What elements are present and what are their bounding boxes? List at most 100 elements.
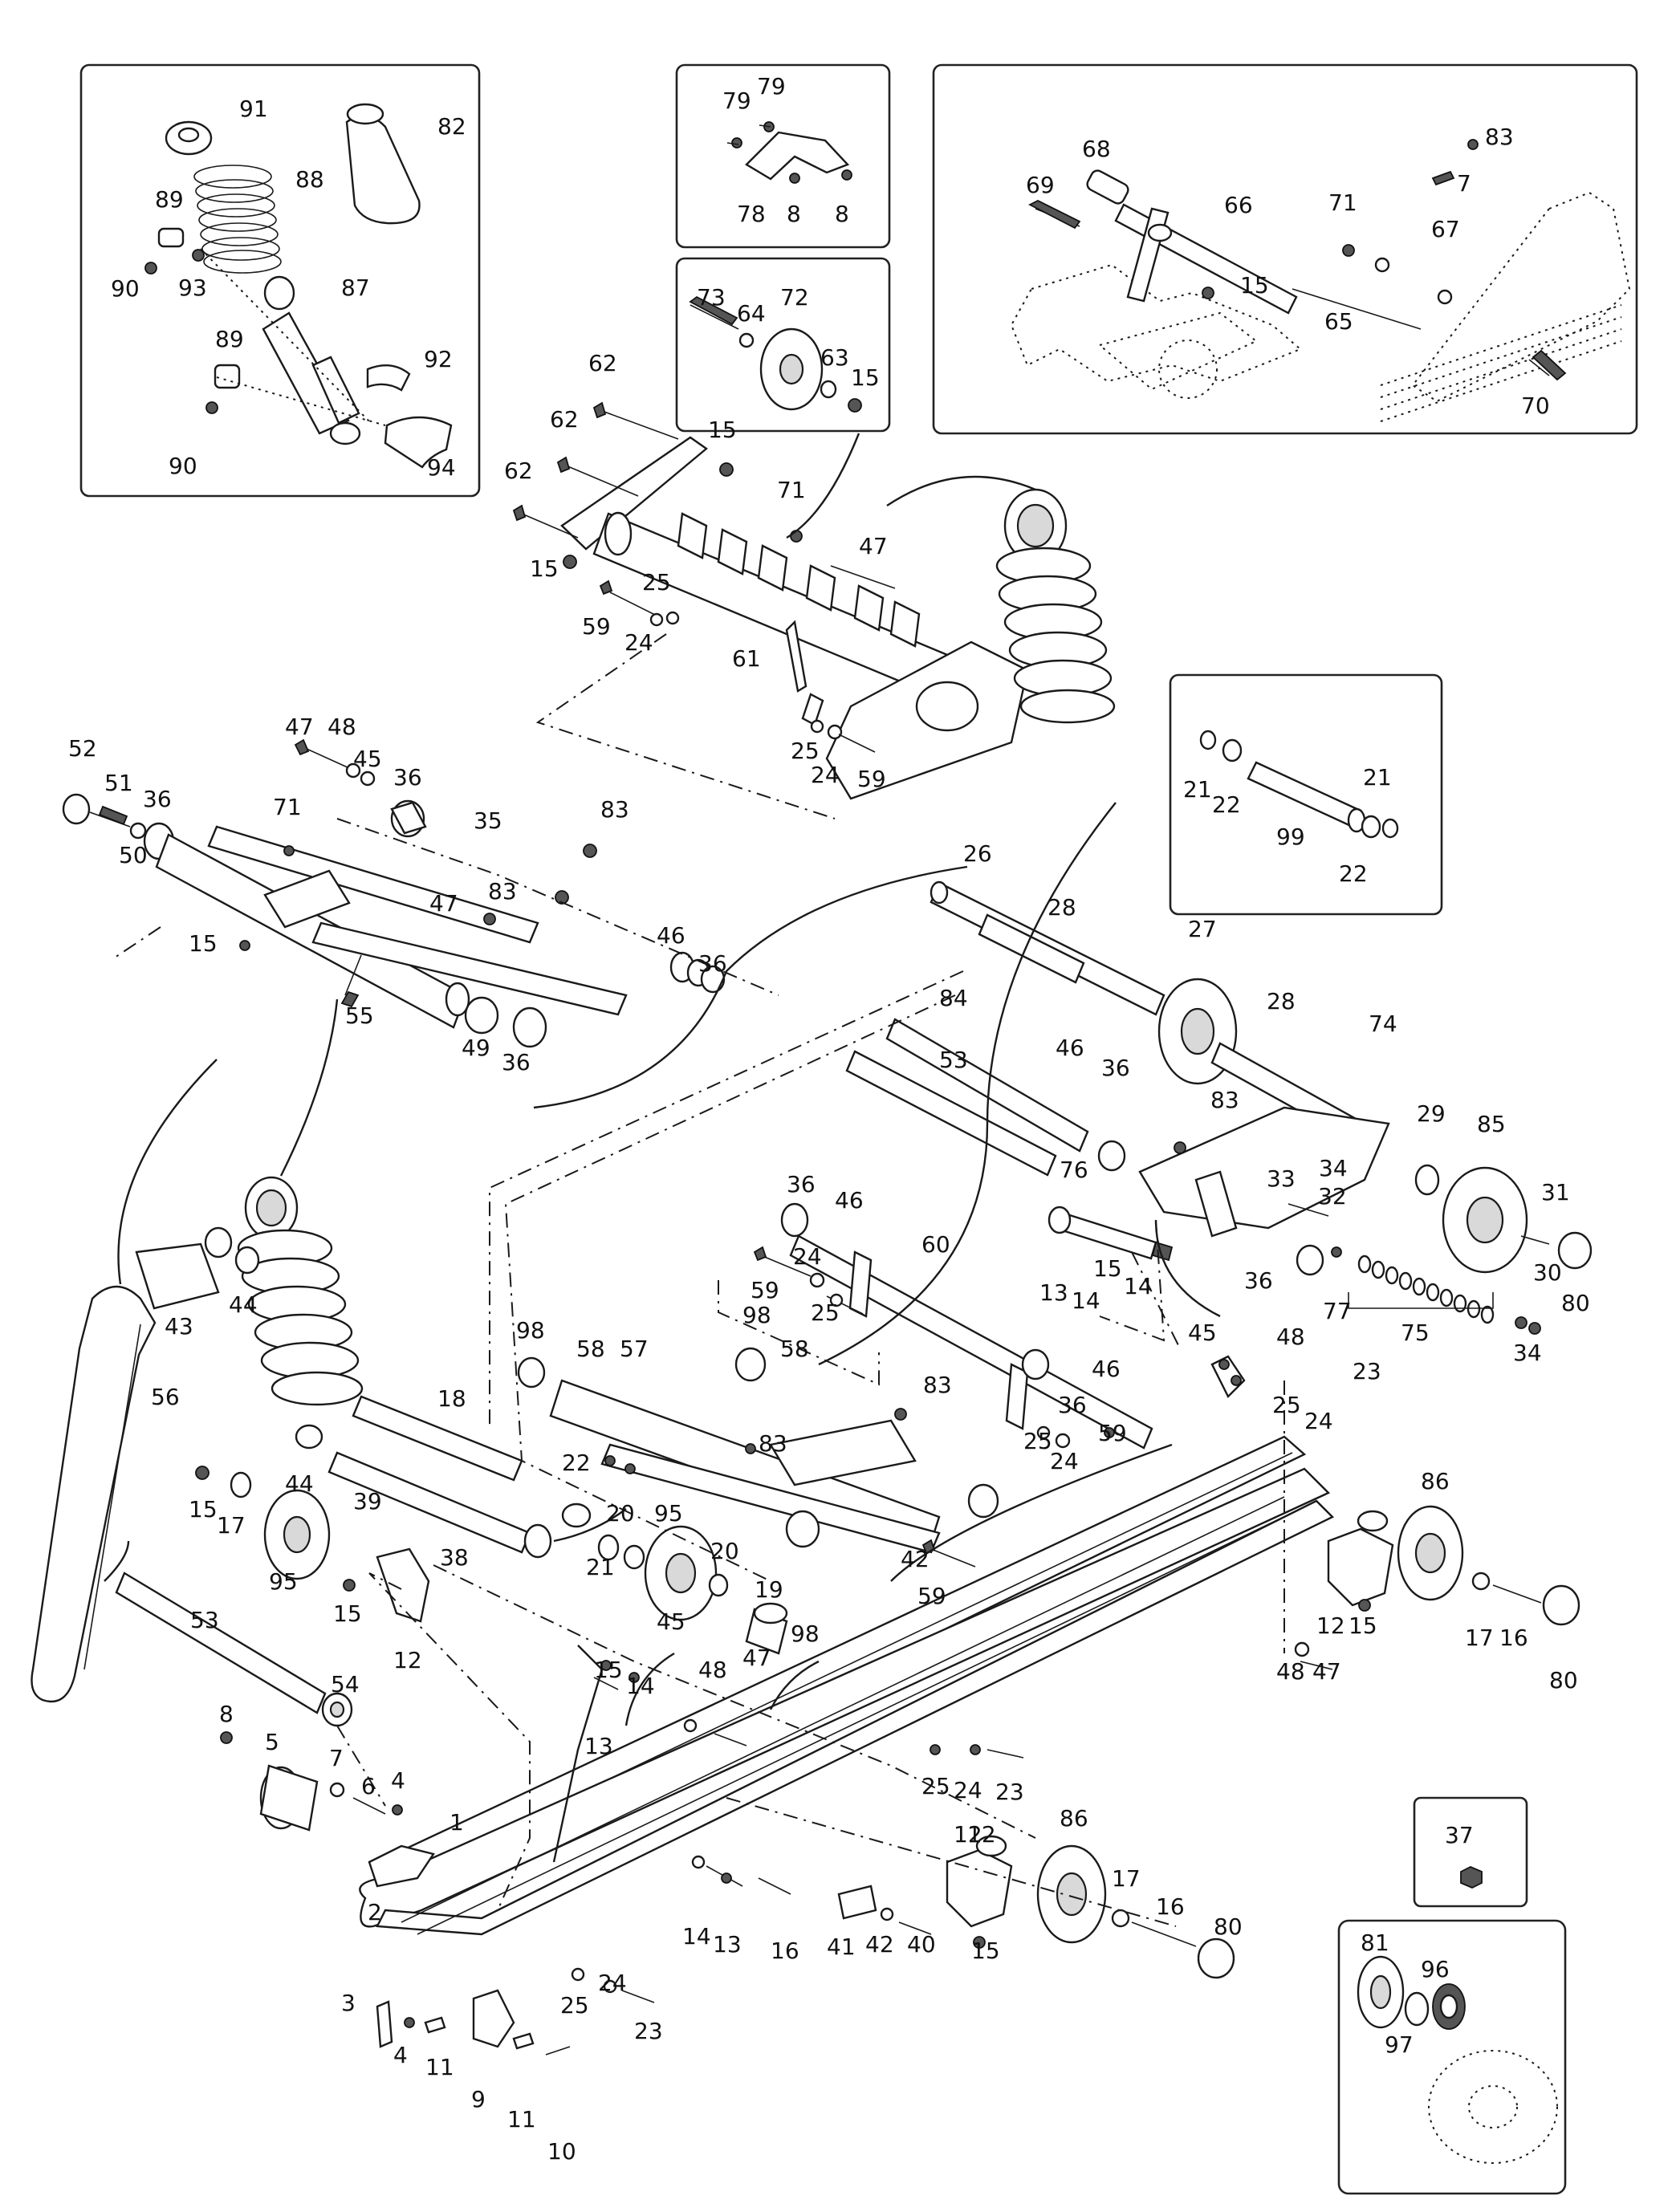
callout-15i: 15 bbox=[971, 1938, 1000, 1964]
callout-46b: 46 bbox=[1056, 1035, 1084, 1061]
frame-inset-drawing bbox=[1010, 139, 1631, 422]
callout-7: 7 bbox=[329, 1745, 344, 1771]
callout-83e: 83 bbox=[759, 1430, 787, 1457]
callout-15a: 15 bbox=[708, 417, 737, 443]
callout-14b: 14 bbox=[1124, 1273, 1153, 1299]
center-arm-drawing bbox=[517, 1202, 1153, 1568]
callout-47b: 47 bbox=[285, 714, 314, 740]
callout-46a: 46 bbox=[657, 922, 685, 949]
callout-63: 63 bbox=[820, 344, 849, 371]
callout-48d: 48 bbox=[1276, 1658, 1305, 1685]
callout-83a: 83 bbox=[600, 796, 629, 823]
callout-87: 87 bbox=[341, 274, 370, 301]
callout-12b: 12 bbox=[1316, 1612, 1345, 1639]
callout-66: 66 bbox=[1224, 192, 1253, 218]
callout-59c: 59 bbox=[751, 1277, 779, 1303]
callout-16c: 16 bbox=[1156, 1893, 1185, 1920]
side-lever-drawing bbox=[31, 1059, 323, 1703]
inset-box-sprocket bbox=[1337, 1919, 1567, 2195]
callout-65: 65 bbox=[1324, 308, 1353, 335]
callout-53b: 53 bbox=[190, 1607, 219, 1633]
callout-48b: 48 bbox=[1276, 1324, 1305, 1350]
callout-98c: 98 bbox=[791, 1620, 820, 1647]
callout-24d: 24 bbox=[1050, 1448, 1079, 1474]
rear-arm-drawing bbox=[62, 738, 726, 1048]
callout-3: 3 bbox=[341, 1990, 356, 2016]
callout-15w: 15 bbox=[851, 364, 880, 391]
callout-36c: 36 bbox=[698, 950, 727, 977]
callout-25f: 25 bbox=[921, 1773, 950, 1799]
callout-25b: 25 bbox=[791, 738, 820, 764]
callout-58a: 58 bbox=[576, 1336, 605, 1362]
callout-31: 31 bbox=[1541, 1179, 1570, 1206]
callout-52: 52 bbox=[68, 735, 97, 762]
callout-62c: 62 bbox=[504, 457, 533, 484]
callout-98b: 98 bbox=[742, 1302, 771, 1328]
callout-45c: 45 bbox=[657, 1608, 685, 1635]
callout-95b: 95 bbox=[269, 1568, 298, 1595]
callout-80c: 80 bbox=[1214, 1913, 1243, 1940]
callout-5: 5 bbox=[265, 1729, 279, 1755]
callout-20b: 20 bbox=[710, 1538, 739, 1564]
callout-14c: 14 bbox=[626, 1673, 655, 1699]
callout-47c: 47 bbox=[429, 890, 458, 917]
callout-47d: 47 bbox=[742, 1645, 771, 1671]
sprocket-inset-drawing bbox=[1357, 1955, 1558, 2164]
rear-axles-drawing bbox=[845, 880, 1593, 1335]
callout-16b: 16 bbox=[771, 1938, 799, 1964]
callout-24c: 24 bbox=[793, 1243, 822, 1270]
inset-box-shaft bbox=[1169, 673, 1443, 916]
callout-48a: 48 bbox=[327, 714, 356, 740]
callout-95a: 95 bbox=[654, 1500, 683, 1527]
callout-14a: 14 bbox=[1072, 1287, 1100, 1314]
callout-71b: 71 bbox=[273, 794, 302, 820]
callout-15e: 15 bbox=[189, 1496, 218, 1523]
callout-25g: 25 bbox=[560, 1992, 589, 2019]
callout-6: 6 bbox=[361, 1773, 376, 1799]
callout-75: 75 bbox=[1401, 1319, 1430, 1346]
shaft-inset-drawing bbox=[1199, 730, 1399, 839]
callout-15b: 15 bbox=[530, 555, 559, 582]
callout-38: 38 bbox=[440, 1544, 469, 1571]
callout-76: 76 bbox=[1060, 1157, 1088, 1183]
callout-74: 74 bbox=[1369, 1010, 1397, 1037]
callout-34b: 34 bbox=[1513, 1340, 1542, 1366]
callout-15f2: 15 bbox=[333, 1600, 362, 1627]
front-arm-drawing bbox=[512, 401, 1029, 800]
callout-27: 27 bbox=[1188, 916, 1217, 942]
callout-10: 10 bbox=[547, 2138, 576, 2165]
callout-8b: 8 bbox=[835, 201, 849, 227]
callout-28a: 28 bbox=[1048, 894, 1076, 921]
callout-36h: 36 bbox=[1058, 1392, 1087, 1418]
callout-22c: 22 bbox=[562, 1450, 591, 1476]
callout-45a: 45 bbox=[353, 746, 382, 772]
callout-8: 8 bbox=[787, 201, 801, 227]
callout-12a: 12 bbox=[393, 1647, 422, 1673]
callout-91: 91 bbox=[239, 96, 268, 122]
callout-93: 93 bbox=[178, 274, 207, 301]
callout-35: 35 bbox=[474, 807, 502, 834]
callout-20a: 20 bbox=[606, 1500, 635, 1527]
callout-64: 64 bbox=[737, 300, 766, 327]
callout-30: 30 bbox=[1533, 1259, 1562, 1286]
callout-77: 77 bbox=[1323, 1298, 1352, 1324]
alignment-lines bbox=[112, 433, 1285, 1927]
callout-25c: 25 bbox=[811, 1299, 840, 1326]
callout-42a: 42 bbox=[901, 1546, 930, 1572]
callout-42b: 42 bbox=[865, 1931, 894, 1958]
callout-62b: 62 bbox=[550, 406, 579, 433]
callout-97: 97 bbox=[1385, 2031, 1414, 2058]
callout-57: 57 bbox=[620, 1336, 649, 1362]
callout-44b: 44 bbox=[285, 1470, 314, 1497]
inset-box-wheel bbox=[675, 257, 891, 433]
callout-58b: 58 bbox=[780, 1336, 809, 1362]
callout-19: 19 bbox=[755, 1576, 783, 1603]
callout-79: 79 bbox=[722, 87, 751, 114]
callout-83c: 83 bbox=[1210, 1087, 1239, 1113]
callout-68: 68 bbox=[1082, 136, 1111, 162]
callout-2: 2 bbox=[368, 1899, 382, 1925]
callout-25d: 25 bbox=[1023, 1428, 1052, 1454]
callout-81: 81 bbox=[1361, 1929, 1389, 1956]
callout-28b: 28 bbox=[1267, 988, 1296, 1015]
